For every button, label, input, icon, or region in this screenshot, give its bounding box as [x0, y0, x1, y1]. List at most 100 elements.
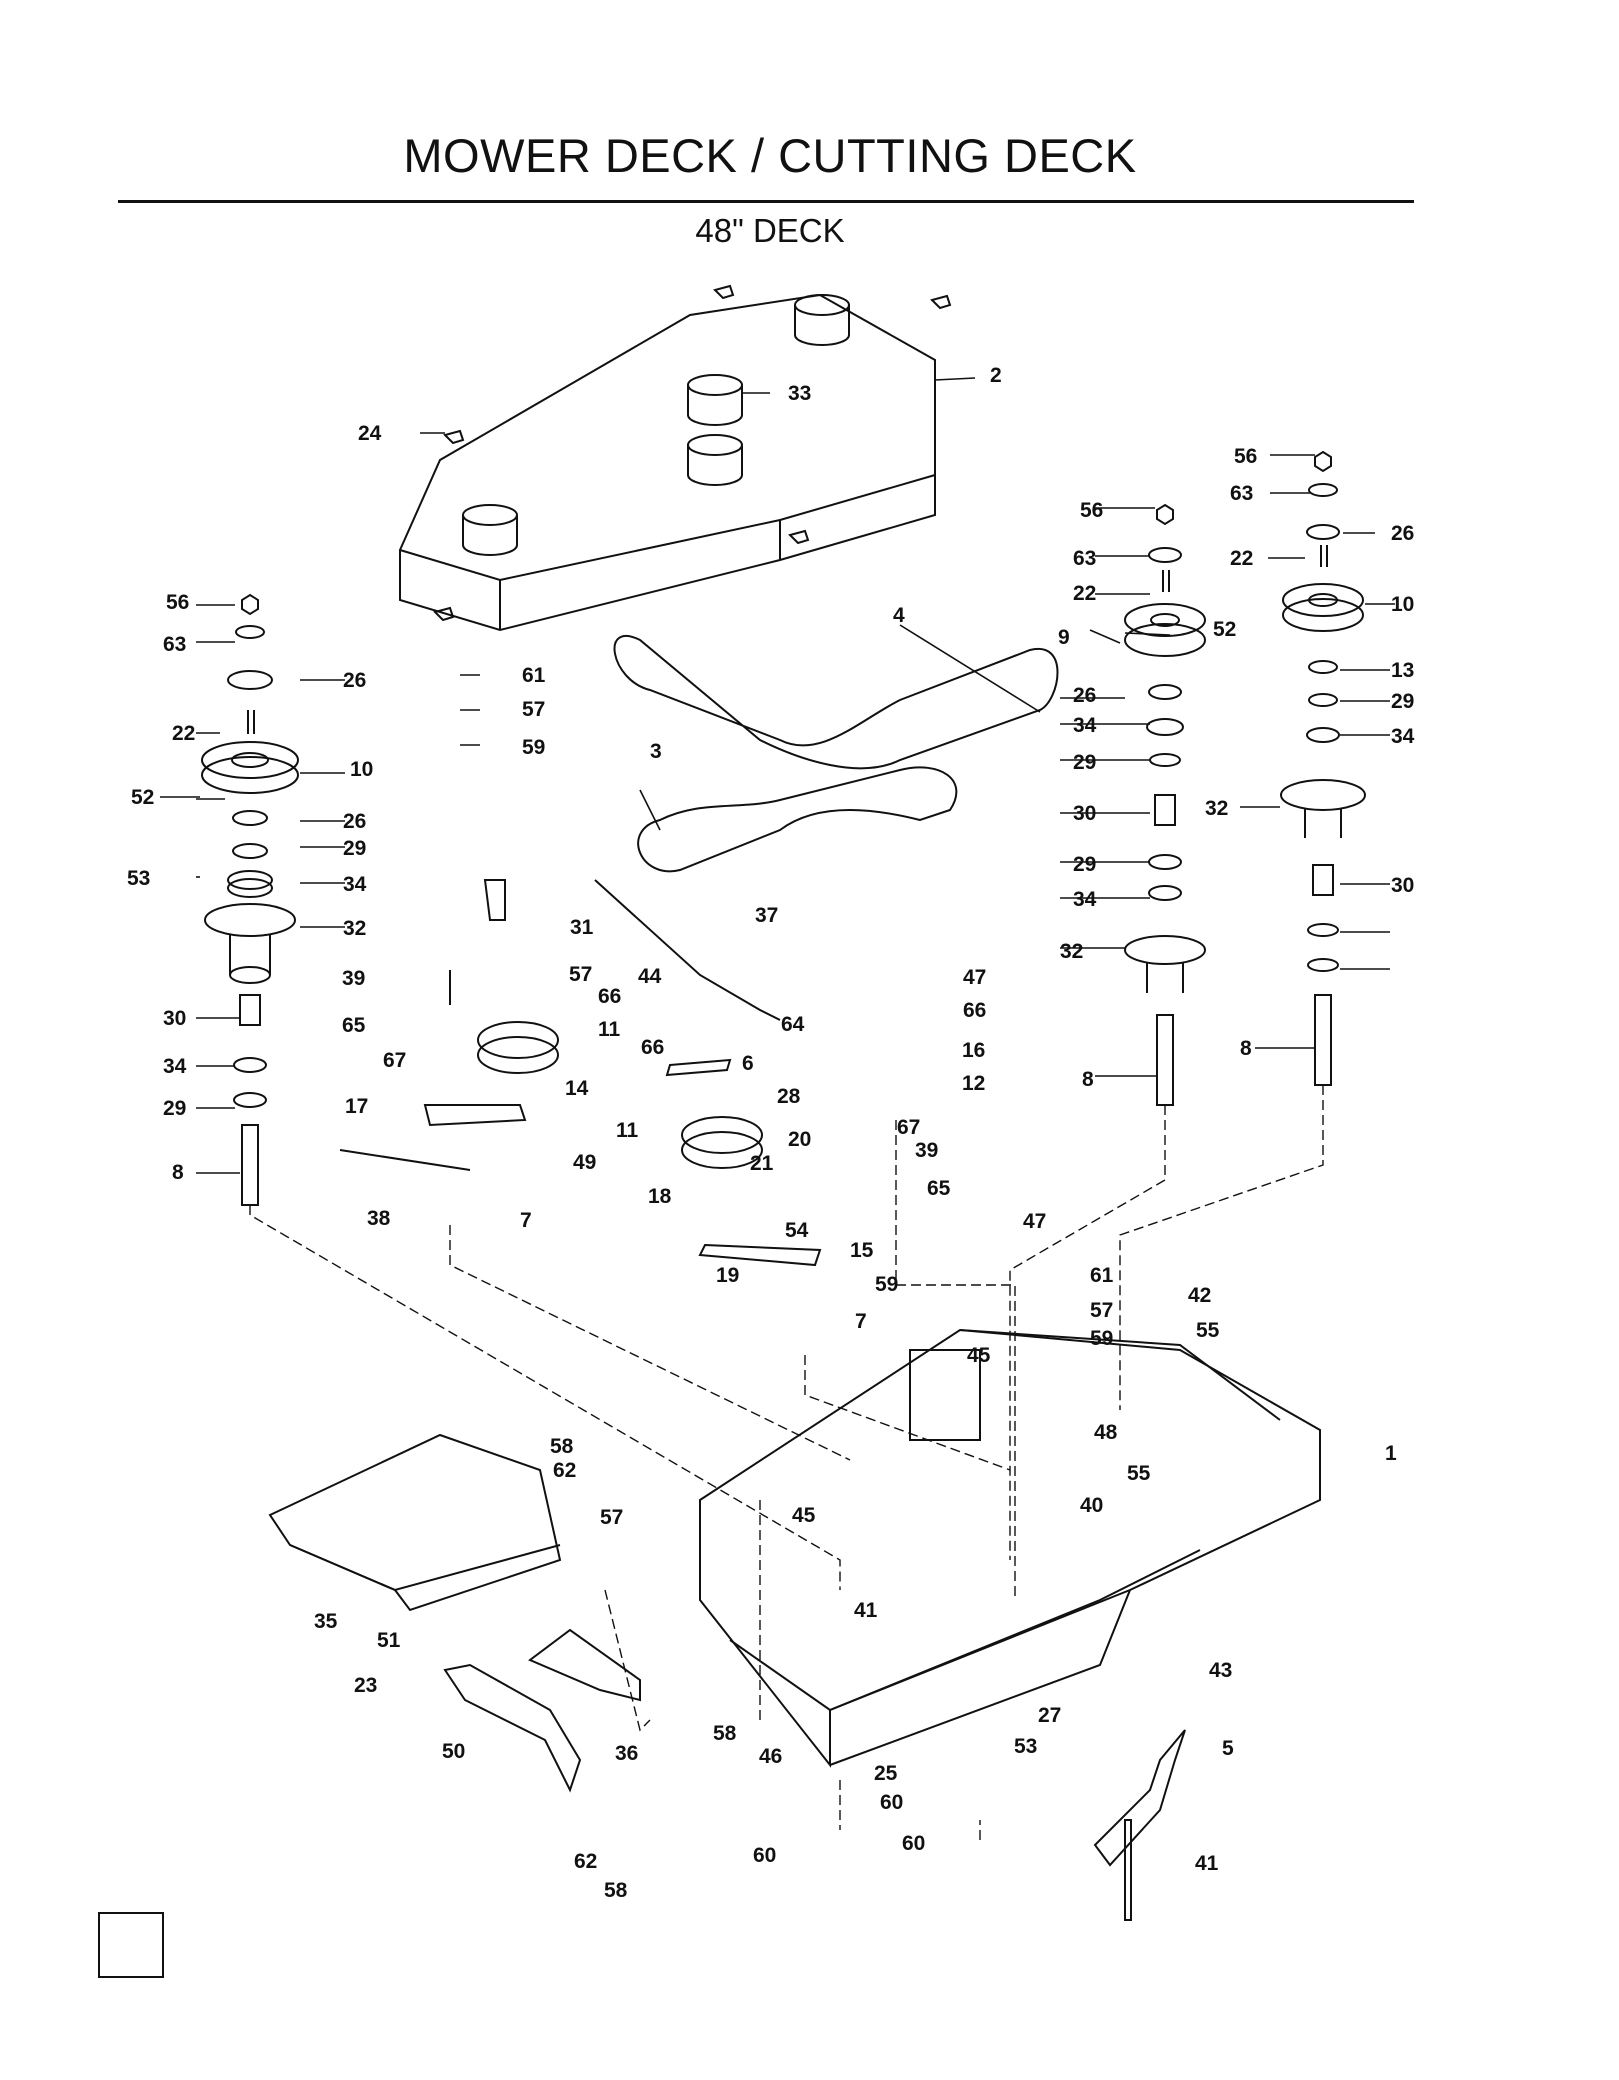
callout-14: 14	[565, 1077, 589, 1100]
callout-2: 2	[990, 364, 1002, 387]
callout-46: 46	[759, 1745, 782, 1768]
callout-38: 38	[367, 1207, 391, 1230]
callout-39-center: 39	[915, 1139, 938, 1162]
cutting-blade	[1093, 1729, 1186, 1921]
callout-32-right: 32	[1205, 797, 1228, 820]
callout-13: 13	[1391, 659, 1414, 682]
callout-58-chute: 58	[550, 1435, 574, 1458]
callout-60-left: 60	[753, 1844, 776, 1867]
callout-45-right: 45	[967, 1344, 991, 1367]
callout-65-center: 65	[927, 1177, 951, 1200]
callout-58-bracket: 58	[713, 1722, 737, 1745]
callout-56-left: 56	[166, 591, 189, 614]
callout-57-deck: 57	[1090, 1299, 1113, 1322]
callout-66-left: 66	[598, 985, 621, 1008]
callout-19: 19	[716, 1264, 739, 1287]
callout-63-left: 63	[163, 633, 186, 656]
callout-18: 18	[648, 1185, 672, 1208]
assembly-guide-lines	[249, 1085, 1324, 1840]
callout-34-right: 34	[1391, 725, 1415, 748]
callout-41-center: 41	[854, 1599, 878, 1622]
callout-59-right: 59	[1090, 1327, 1113, 1350]
callout-35: 35	[314, 1610, 338, 1633]
callout-29-center-top: 29	[1073, 751, 1096, 774]
callout-6: 6	[742, 1052, 754, 1075]
callout-8-left: 8	[172, 1161, 184, 1184]
callout-32-left: 32	[343, 917, 366, 940]
callout-22-left: 22	[172, 722, 195, 745]
callout-3: 3	[650, 740, 662, 763]
callout-11-center: 11	[616, 1119, 639, 1142]
callout-62-chute: 62	[553, 1459, 576, 1482]
right-spindle-stack	[1280, 450, 1366, 1086]
discharge-chute	[268, 1433, 562, 1612]
callout-10-left: 10	[350, 758, 373, 781]
callout-42: 42	[1188, 1284, 1211, 1307]
callout-40: 40	[1080, 1494, 1103, 1517]
callout-30-center: 30	[1073, 802, 1096, 825]
lower-brackets	[443, 1628, 641, 1793]
callout-37: 37	[755, 904, 778, 927]
callout-67-left: 67	[383, 1049, 406, 1072]
callout-58-bottom: 58	[604, 1879, 628, 1902]
callout-34-center-bottom: 34	[1073, 888, 1097, 911]
callout-15: 15	[850, 1239, 874, 1262]
callout-61-deck: 61	[1090, 1264, 1114, 1287]
callout-39-left: 39	[342, 967, 365, 990]
callout-34-center-top: 34	[1073, 714, 1097, 737]
left-spindle-stack	[201, 593, 299, 1206]
callout-26-left-top: 26	[343, 669, 366, 692]
callout-1: 1	[1385, 1442, 1397, 1465]
callout-23: 23	[354, 1674, 377, 1697]
callout-20: 20	[788, 1128, 811, 1151]
callout-9: 9	[1058, 626, 1070, 649]
callout-45-left: 45	[792, 1504, 816, 1527]
callout-30-left: 30	[163, 1007, 186, 1030]
callout-60-right: 60	[880, 1791, 903, 1814]
callout-57-idler: 57	[569, 963, 592, 986]
callout-48: 48	[1094, 1421, 1118, 1444]
callout-8-right: 8	[1240, 1037, 1252, 1060]
callout-47-top: 47	[963, 966, 986, 989]
callout-33: 33	[788, 382, 811, 405]
callout-11-left: 11	[598, 1018, 621, 1041]
page-subtitle: 48" DECK	[695, 212, 845, 249]
page-number-box	[98, 1912, 164, 1978]
callout-61-cover: 61	[522, 664, 546, 687]
callout-52-right: 52	[1213, 618, 1236, 641]
callout-30-right: 30	[1391, 874, 1414, 897]
callout-26-left-bottom: 26	[343, 810, 366, 833]
callout-50: 50	[442, 1740, 465, 1763]
callout-26-center: 26	[1073, 684, 1096, 707]
callout-43: 43	[1209, 1659, 1232, 1682]
callout-57-chute: 57	[600, 1506, 623, 1529]
callout-7-center: 7	[855, 1310, 867, 1333]
callout-36: 36	[615, 1742, 638, 1765]
callout-66-right: 66	[963, 999, 986, 1022]
callout-27: 27	[1038, 1704, 1061, 1727]
callout-49: 49	[573, 1151, 596, 1174]
callout-47-bottom: 47	[1023, 1210, 1046, 1233]
callout-34-left-mid: 34	[343, 873, 367, 896]
callout-59-cover: 59	[522, 736, 545, 759]
callout-56-center: 56	[1080, 499, 1103, 522]
callout-17: 17	[345, 1095, 368, 1118]
callout-57-cover: 57	[522, 698, 545, 721]
callout-55-bottom: 55	[1127, 1462, 1151, 1485]
callout-29-center-bottom: 29	[1073, 853, 1096, 876]
callout-31: 31	[570, 916, 594, 939]
callout-66-center: 66	[641, 1036, 664, 1059]
callout-7-left: 7	[520, 1209, 532, 1232]
callout-26-right: 26	[1391, 522, 1414, 545]
callout-5: 5	[1222, 1737, 1234, 1760]
callout-29-left-mid: 29	[343, 837, 366, 860]
deck-cover	[399, 284, 952, 632]
center-right-spindle-stack	[1124, 503, 1206, 1106]
callout-29-left: 29	[163, 1097, 186, 1120]
callout-52-left: 52	[131, 786, 154, 809]
callout-64: 64	[781, 1013, 805, 1036]
deck-belts	[613, 634, 1059, 873]
callout-29-right: 29	[1391, 690, 1414, 713]
callout-67-center: 67	[897, 1116, 920, 1139]
